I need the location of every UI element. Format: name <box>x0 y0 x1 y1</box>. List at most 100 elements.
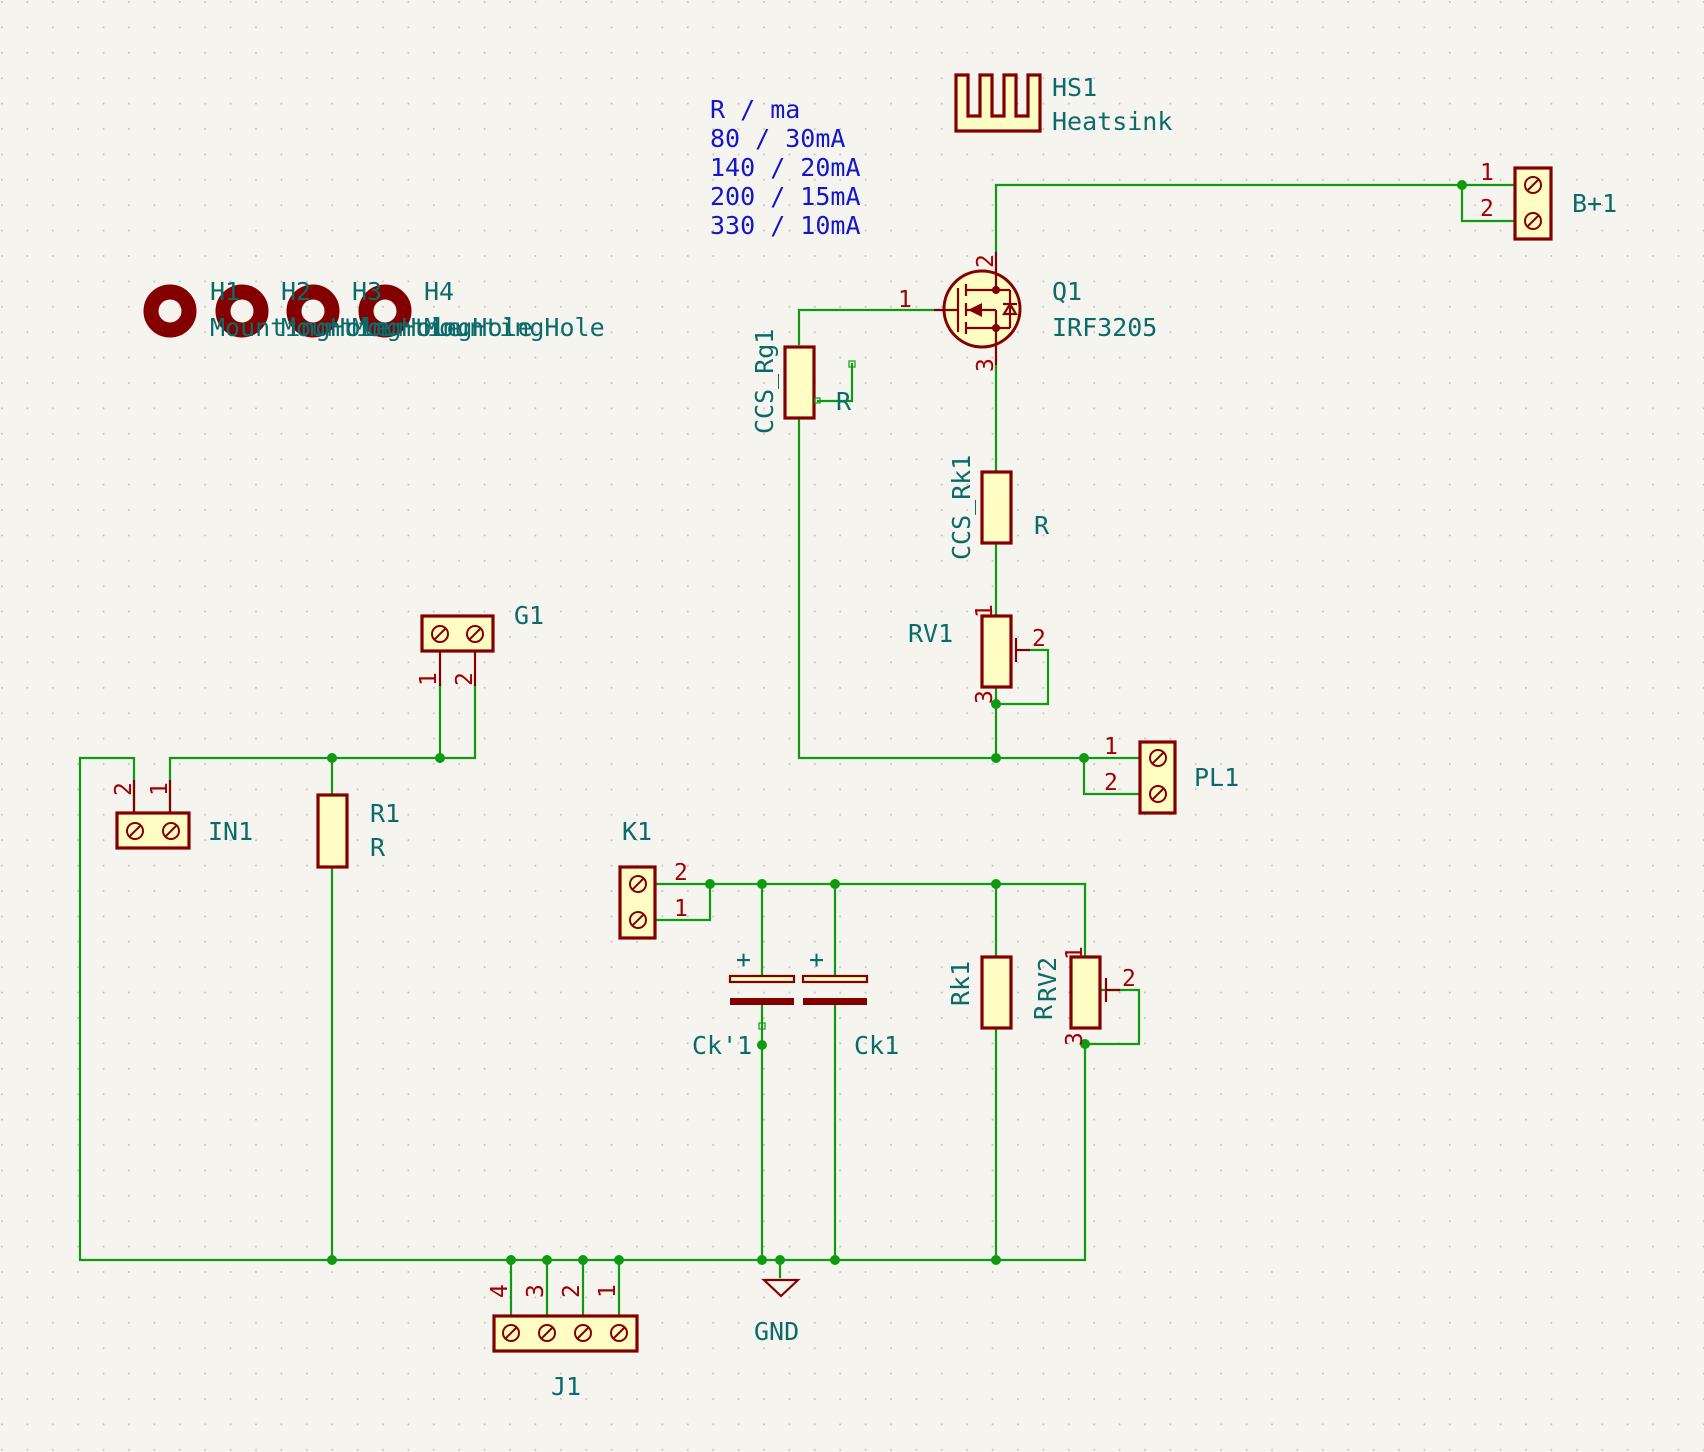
terminal-block-body <box>420 614 495 653</box>
wire-k1-pin1 <box>654 882 712 922</box>
screw-terminal-icon <box>431 625 484 643</box>
wiper-arrow-icon <box>1014 638 1030 662</box>
wiper-arrow-icon <box>1104 978 1120 1002</box>
h3-value: MountingHole <box>352 313 533 342</box>
connector-bplus1[interactable]: 1 2 B+1 <box>1480 160 1617 241</box>
potentiometer-body <box>1069 955 1102 1030</box>
ccs-rk1-ref: CCS_Rk1 <box>947 455 976 560</box>
screw-terminal-icon <box>629 875 647 929</box>
heatsink-icon <box>954 73 1042 133</box>
nmos-transistor-icon <box>934 252 1022 365</box>
g1-pin1: 1 <box>416 672 442 686</box>
mounting-holes: H1 H2 H3 H4 MountingHole MountingHole Mo… <box>143 277 605 342</box>
q1-value: IRF3205 <box>1052 313 1157 342</box>
j1-pin3: 3 <box>523 1284 549 1298</box>
wire-bplus <box>994 183 1464 254</box>
h2-ref: H2 <box>281 277 311 306</box>
r1-ref: R1 <box>370 799 400 828</box>
resistor-ccs-rk1[interactable]: CCS_Rk1 R <box>947 455 1050 560</box>
resistor-r1[interactable]: R1 R <box>316 793 400 869</box>
gnd-label: GND <box>754 1317 799 1346</box>
j1-pin4: 4 <box>487 1284 513 1298</box>
screw-terminal-icon <box>1524 176 1542 230</box>
resistor-body <box>316 793 349 869</box>
resistor-body <box>980 470 1013 545</box>
polarized-capacitor-icon <box>728 974 796 1005</box>
screw-terminal-icon <box>1149 749 1167 803</box>
h2-value: MountingHole <box>281 313 462 342</box>
mosfet-q1[interactable]: 1 2 3 Q1 IRF3205 <box>898 252 1157 372</box>
wire-rg1-wiper <box>816 362 854 403</box>
rv2-ref: RV2 <box>1033 957 1062 1002</box>
note-line: 80 / 30mA <box>710 124 845 153</box>
resistor-ccs-rg1[interactable]: CCS_Rg1 R <box>750 329 856 434</box>
pl1-pin1: 1 <box>1104 734 1118 760</box>
mounting-hole-h3[interactable] <box>286 284 340 338</box>
note-line: 330 / 10mA <box>710 211 861 240</box>
mounting-hole-icon <box>215 284 269 338</box>
connector-pl1[interactable]: 1 2 PL1 <box>1104 734 1239 815</box>
q1-pin-drain: 2 <box>973 254 999 268</box>
ground-icon <box>761 1278 801 1298</box>
wire-in1-pin2 <box>78 756 1087 1262</box>
potentiometer-rv1[interactable]: 1 2 3 RV1 <box>908 604 1046 704</box>
connector-j1[interactable]: 4 3 2 1 J1 <box>487 1284 639 1401</box>
resistor-body <box>783 345 816 420</box>
screw-terminal-icon <box>126 822 180 840</box>
ccs-rk1-value: R <box>1034 511 1050 540</box>
rv1-pin2: 2 <box>1032 626 1046 652</box>
wire-rv1-pin2 <box>994 648 1050 706</box>
mounting-hole-h1[interactable] <box>143 284 197 338</box>
wire-bplus-loop <box>1460 183 1517 223</box>
capacitor-ck1[interactable]: + Ck1 <box>801 945 899 1060</box>
terminal-block-body <box>1513 166 1553 241</box>
terminal-block-body <box>492 1314 639 1353</box>
polarized-capacitor-icon <box>801 974 869 1005</box>
k1-ref: K1 <box>622 817 652 846</box>
rv2-pin1: 1 <box>1062 946 1088 960</box>
mounting-hole-h4[interactable] <box>358 284 412 338</box>
h4-value: MountingHole <box>424 313 605 342</box>
connector-g1[interactable]: 1 2 G1 <box>416 601 544 686</box>
resistor-rk1[interactable]: Rk1 R <box>946 955 1058 1030</box>
unconnected-marker <box>814 397 821 404</box>
hs1-value: Heatsink <box>1052 107 1172 136</box>
heatsink-hs1[interactable]: HS1 Heatsink <box>954 73 1172 136</box>
potentiometer-rv2[interactable]: 1 2 3 RV2 <box>1033 946 1136 1046</box>
wire-rv2-pin2 <box>1083 988 1141 1046</box>
in1-pin1: 1 <box>147 782 173 796</box>
unconnected-marker <box>848 360 856 368</box>
potentiometer-body <box>980 614 1013 689</box>
ccs-rg1-ref: CCS_Rg1 <box>750 329 779 434</box>
mounting-hole-icon <box>143 284 197 338</box>
ck1-prime-ref: Ck'1 <box>692 1031 752 1060</box>
note-line: 140 / 20mA <box>710 153 861 182</box>
resistor-body <box>980 955 1013 1030</box>
rv1-pin3: 3 <box>972 690 998 704</box>
wire-gate <box>797 308 936 346</box>
connector-k1[interactable]: 2 1 K1 <box>618 817 688 940</box>
note-line: 200 / 15mA <box>710 182 861 211</box>
ck1-prime-polarity: + <box>736 945 751 974</box>
wire-rg1-down <box>797 418 1086 760</box>
q1-ref: Q1 <box>1052 277 1082 306</box>
capacitor-ck1-prime[interactable]: + Ck'1 <box>692 945 796 1060</box>
g1-pin2: 2 <box>452 672 478 686</box>
q1-pin-source: 3 <box>973 358 999 372</box>
j1-pin1: 1 <box>595 1284 621 1298</box>
junctions <box>327 180 1467 1265</box>
ck1-polarity: + <box>809 945 824 974</box>
pl1-pin2: 2 <box>1104 770 1118 796</box>
connector-in1[interactable]: 2 1 IN1 <box>111 780 253 850</box>
r1-value: R <box>370 833 386 862</box>
h3-ref: H3 <box>352 277 382 306</box>
ground-symbol[interactable]: GND <box>754 1278 801 1346</box>
mounting-hole-h2[interactable] <box>215 284 269 338</box>
wires <box>78 183 1517 1319</box>
j1-pin2: 2 <box>559 1284 585 1298</box>
rv2-pin2: 2 <box>1122 966 1136 992</box>
k1-pin1: 1 <box>674 896 688 922</box>
rk1-ref: Rk1 <box>946 961 975 1006</box>
ck1-ref: Ck1 <box>854 1031 899 1060</box>
